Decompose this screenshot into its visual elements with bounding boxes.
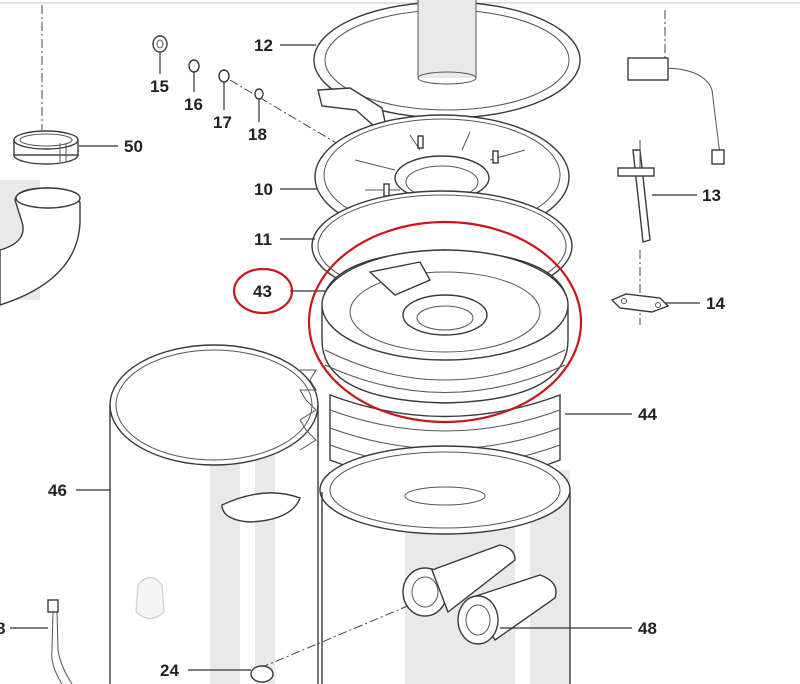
part-44-heat-exchanger — [319, 393, 571, 684]
part-13-electrode — [617, 57, 725, 243]
callout-44: 44 — [638, 405, 657, 424]
callout-10: 10 — [254, 180, 273, 199]
callout-17: 17 — [213, 113, 232, 132]
callout-12: 12 — [254, 36, 273, 55]
highlight-circle-43-part — [307, 220, 583, 424]
part-18-ring — [254, 88, 264, 100]
part-14-gasket-plate — [610, 293, 670, 313]
callout-48: 48 — [638, 619, 657, 638]
callout-labels: 50 15 16 17 18 12 10 11 43 13 14 44 46 4… — [0, 36, 725, 680]
callout-8: 8 — [0, 619, 5, 638]
callout-13: 13 — [702, 186, 721, 205]
part-nut-fitting — [402, 544, 516, 617]
leader-lines — [10, 44, 700, 671]
callout-50: 50 — [124, 137, 143, 156]
part-16-washer — [188, 59, 200, 73]
callout-16: 16 — [184, 95, 203, 114]
part-8-wiring-harness — [47, 599, 73, 684]
part-48-sleeve — [457, 574, 557, 645]
highlight-marks — [232, 220, 583, 424]
callout-43: 43 — [253, 282, 272, 301]
part-elbow-pipe — [0, 187, 81, 306]
callout-15: 15 — [150, 77, 169, 96]
highlight-circle-43-label — [232, 267, 294, 315]
part-43-burner-assembly — [321, 249, 569, 404]
callout-24: 24 — [160, 661, 179, 680]
part-50-hose-clamp — [13, 130, 79, 165]
part-sensor-bulb — [135, 576, 165, 620]
part-24-o-ring — [250, 665, 274, 683]
part-12-top-cover — [313, 0, 581, 127]
callout-11: 11 — [254, 230, 272, 249]
callout-46: 46 — [48, 481, 67, 500]
part-15-nut — [152, 35, 168, 53]
callout-18: 18 — [248, 125, 267, 144]
callout-14: 14 — [706, 294, 725, 313]
part-46-outer-casing — [109, 344, 319, 684]
part-17-plug — [218, 69, 230, 83]
